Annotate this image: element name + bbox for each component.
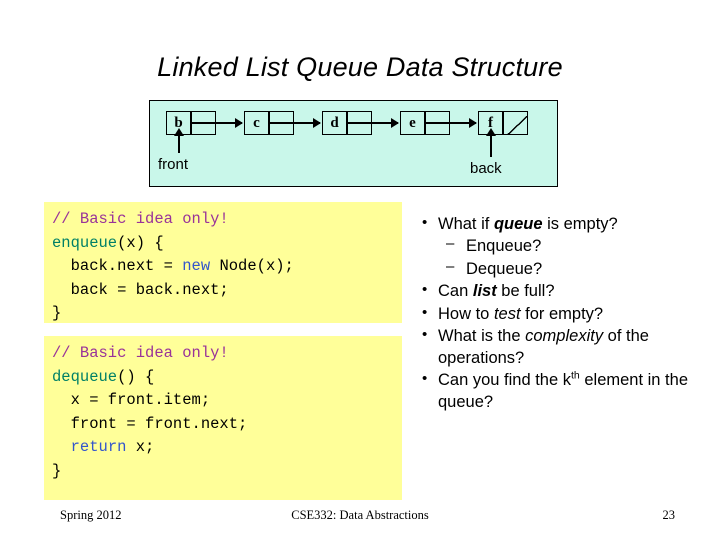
code-line: // Basic idea only!	[52, 208, 402, 232]
list-item: • What is the complexity of the operation…	[414, 326, 706, 369]
code-line: enqueue(x) {	[52, 232, 402, 256]
node-value-cell: c	[244, 111, 269, 135]
list-item: –Enqueue?	[414, 235, 706, 257]
list-item-label: What is the complexity of the operations…	[438, 326, 706, 369]
list-item: • What if queue is empty?	[414, 214, 706, 235]
code-token: }	[52, 461, 62, 480]
text-run: element in the queue?	[438, 371, 688, 411]
next-pointer-arrow	[268, 118, 321, 128]
code-line: }	[52, 302, 402, 326]
code-token: }	[52, 304, 62, 323]
code-line: }	[52, 460, 402, 484]
footer-slide-number: 23	[662, 508, 676, 522]
code-line: back = back.next;	[52, 279, 402, 303]
code-token: // Basic idea only!	[52, 210, 229, 228]
question-bullet-list: •What if queue is empty?–Enqueue?–Dequeu…	[414, 214, 706, 414]
bullet-marker-icon: •	[422, 303, 428, 321]
code-token: () {	[117, 367, 155, 386]
text-run: for empty?	[520, 304, 604, 323]
code-block-dequeue: // Basic idea only! dequeue() { x = front…	[44, 336, 402, 500]
bullet-marker-icon: •	[422, 281, 428, 299]
list-item: –Dequeue?	[414, 257, 706, 280]
next-pointer-arrow	[424, 118, 477, 128]
page-title: Linked List Queue Data Structure	[157, 52, 563, 82]
text-run: th	[571, 369, 580, 382]
front-pointer-arrow	[174, 128, 184, 153]
text-run: test	[493, 304, 521, 323]
back-label: back	[470, 160, 502, 177]
text-run: Enqueue?	[466, 237, 542, 256]
next-pointer-arrow	[190, 118, 243, 128]
list-item-label: What if queue is empty?	[438, 214, 618, 235]
node-null-pointer-cell	[503, 111, 528, 135]
code-token: enqueue	[52, 233, 118, 252]
node-value-cell: d	[322, 111, 347, 135]
code-token: Node(x);	[210, 257, 294, 276]
code-token: front = front.next;	[52, 414, 248, 433]
code-token: back = back.next;	[52, 280, 229, 299]
code-line: // Basic idea only!	[52, 342, 402, 366]
text-run: Can	[438, 282, 473, 301]
dash-marker-icon: –	[446, 235, 455, 253]
code-token: dequeue	[52, 367, 118, 386]
code-token: x = front.item;	[52, 391, 211, 410]
list-item-label: Enqueue?	[466, 236, 541, 257]
code-line: return x;	[52, 436, 402, 460]
text-run: What is the	[438, 327, 526, 346]
code-line: front = front.next;	[52, 413, 402, 437]
code-line: x = front.item;	[52, 389, 402, 413]
slide-footer: Spring 2012 CSE332: Data Abstractions 23	[0, 508, 720, 526]
dash-marker-icon: –	[446, 257, 455, 275]
text-run: list	[472, 282, 497, 301]
code-block-enqueue: // Basic idea only! enqueue(x) { back.nex…	[44, 202, 402, 323]
text-run: queue	[493, 215, 543, 233]
bullet-marker-icon: •	[422, 214, 428, 231]
next-pointer-arrow	[346, 118, 399, 128]
code-line: dequeue() {	[52, 366, 402, 390]
code-token: return	[70, 438, 127, 457]
code-token: back.next =	[52, 257, 183, 276]
text-run: Dequeue?	[466, 259, 543, 278]
list-item: • Can you find the kth element in the que…	[414, 370, 706, 413]
text-run: complexity	[525, 327, 604, 346]
bullet-marker-icon: •	[422, 326, 428, 344]
list-item: • Can list be full?	[414, 281, 706, 302]
code-token: // Basic idea only!	[52, 344, 229, 362]
list-item: • How to test for empty?	[414, 304, 706, 325]
code-token	[52, 438, 71, 456]
text-run: be full?	[496, 282, 555, 301]
text-run: of the operations?	[438, 327, 649, 367]
back-pointer-arrow	[486, 128, 496, 157]
footer-term: Spring 2012	[60, 508, 122, 522]
code-line: back.next = new Node(x);	[52, 255, 402, 279]
code-token: (x) {	[117, 233, 164, 252]
text-run: Can you find the k	[438, 371, 571, 390]
code-token: new	[182, 257, 211, 276]
text-run: is empty?	[542, 215, 618, 233]
list-item-label: Dequeue?	[466, 259, 542, 280]
front-label: front	[158, 156, 189, 173]
bullet-marker-icon: •	[422, 370, 428, 388]
text-run: What if	[438, 215, 494, 233]
footer-course: CSE332: Data Abstractions	[291, 508, 429, 522]
text-run: How to	[438, 304, 494, 323]
code-token: x;	[126, 438, 155, 457]
node-value-cell: e	[400, 111, 425, 135]
list-item-label: How to test for empty?	[438, 304, 603, 325]
list-item-label: Can list be full?	[438, 281, 555, 302]
list-item-label: Can you find the kth element in the queu…	[438, 370, 706, 413]
